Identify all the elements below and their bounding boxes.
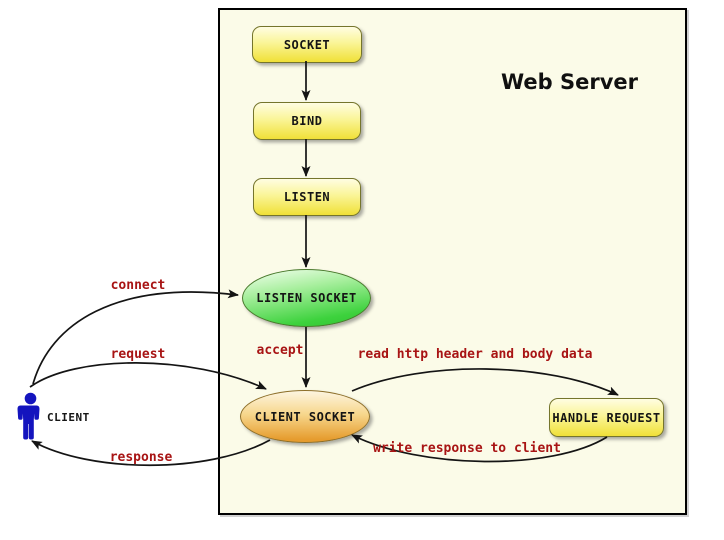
edge-label-request: request [110, 347, 166, 362]
edge-label-connect: connect [110, 278, 166, 293]
edge-label-write-response: write response to client [373, 441, 561, 456]
client-label: CLIENT [47, 411, 90, 424]
node-listen-socket: LISTEN SOCKET [242, 269, 371, 327]
arrow-connect [32, 289, 239, 385]
diagram-title: Web Server [501, 70, 639, 94]
client-person-icon [17, 392, 40, 440]
node-client-socket: CLIENT SOCKET [240, 390, 370, 443]
edge-label-response: response [109, 450, 173, 465]
node-listen: LISTEN [253, 178, 361, 216]
node-socket: SOCKET [252, 26, 362, 63]
edge-label-read-http: read http header and body data [357, 347, 593, 362]
node-handle-request: HANDLE REQUEST [549, 398, 664, 437]
node-bind: BIND [253, 102, 361, 140]
edge-label-accept: accept [256, 343, 304, 358]
